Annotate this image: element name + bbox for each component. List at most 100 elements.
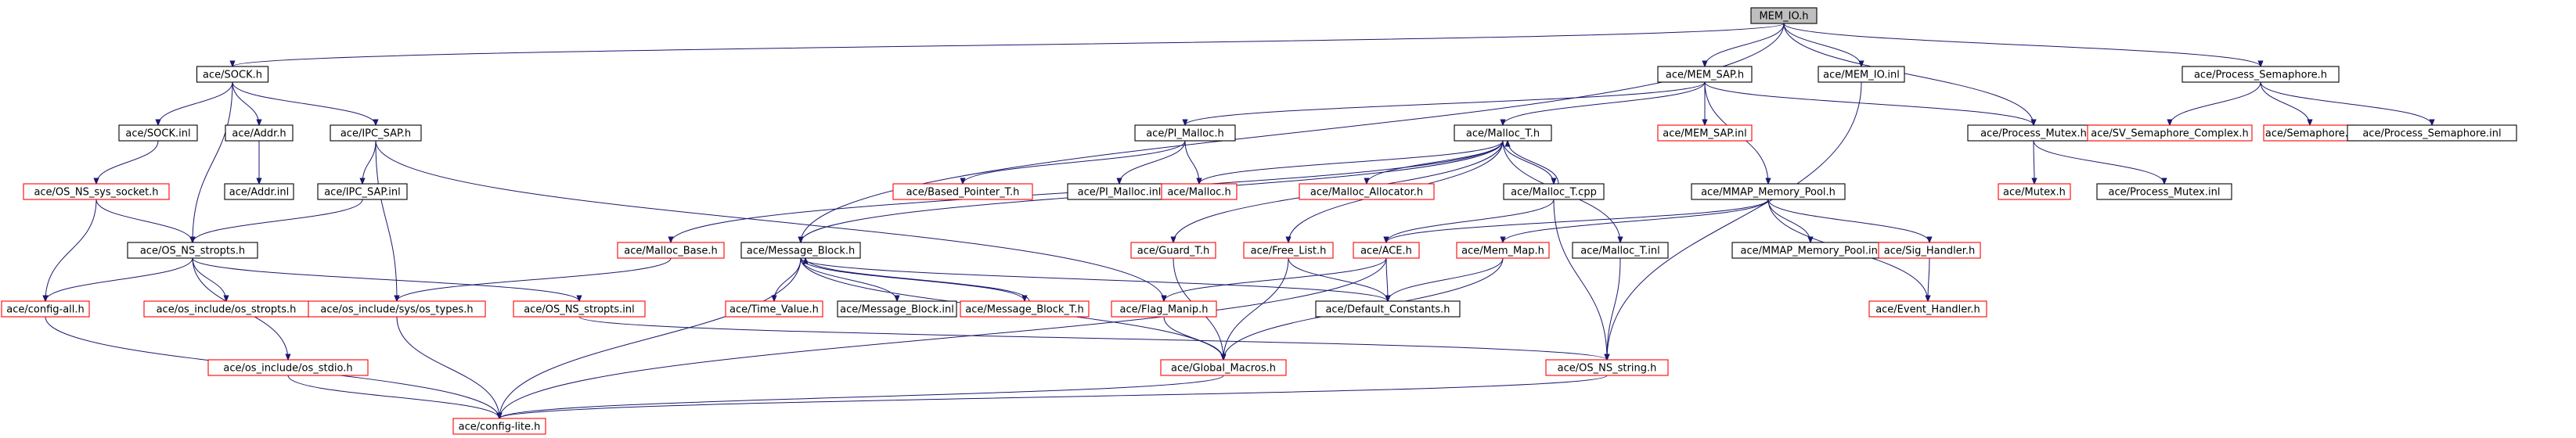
node-box[interactable] <box>224 183 294 200</box>
node-malloc-t-h[interactable]: ace/Malloc_T.h <box>1454 124 1552 142</box>
node-flag-manip-h[interactable]: ace/Flag_Manip.h <box>1111 300 1217 318</box>
node-box[interactable] <box>1353 242 1420 259</box>
node-box[interactable] <box>1134 124 1236 142</box>
node-box[interactable] <box>1243 242 1334 259</box>
node-free-list-h[interactable]: ace/Free_List.h <box>1243 242 1334 259</box>
node-label: ace/IPC_SAP.inl <box>324 187 401 199</box>
node-mmap-memory-pool-inl[interactable]: ace/MMAP_Memory_Pool.inl <box>1731 242 1890 259</box>
node-box[interactable] <box>2347 124 2517 142</box>
node-malloc-base-h[interactable]: ace/Malloc_Base.h <box>617 242 725 259</box>
node-os-include-os-stdio-h[interactable]: ace/os_include/os_stdio.h <box>207 359 369 376</box>
node-config-lite-h[interactable]: ace/config-lite.h <box>452 418 546 435</box>
node-sig-handler-h[interactable]: ace/Sig_Handler.h <box>1878 242 1981 259</box>
node-ipc-sap-h[interactable]: ace/IPC_SAP.h <box>330 124 422 142</box>
node-addr-h[interactable]: ace/Addr.h <box>225 124 294 142</box>
node-box[interactable] <box>23 183 170 200</box>
node-os-ns-sys-socket-h[interactable]: ace/OS_NS_sys_socket.h <box>23 183 170 200</box>
node-box[interactable] <box>1818 66 1905 83</box>
node-box[interactable] <box>1657 124 1753 142</box>
node-box[interactable] <box>452 418 546 435</box>
node-malloc-allocator-h[interactable]: ace/Malloc_Allocator.h <box>1299 183 1435 200</box>
node-process-mutex-h[interactable]: ace/Process_Mutex.h <box>1967 124 2100 142</box>
node-box[interactable] <box>1545 359 1669 376</box>
node-malloc-h[interactable]: ace/Malloc.h <box>1161 183 1238 200</box>
node-box[interactable] <box>1161 183 1238 200</box>
node-box[interactable] <box>1657 66 1753 83</box>
node-semaphore-h[interactable]: ace/Semaphore.h <box>2263 124 2357 142</box>
node-event-handler-h[interactable]: ace/Event_Handler.h <box>1868 300 1987 318</box>
node-box[interactable] <box>1160 359 1287 376</box>
node-addr-inl[interactable]: ace/Addr.inl <box>224 183 294 200</box>
node-box[interactable] <box>960 300 1090 318</box>
node-box[interactable] <box>1111 300 1217 318</box>
node-ace-h[interactable]: ace/ACE.h <box>1353 242 1420 259</box>
node-mem-map-h[interactable]: ace/Mem_Map.h <box>1456 242 1550 259</box>
node-box[interactable] <box>892 183 1033 200</box>
node-mem-io-h[interactable]: MEM_IO.h <box>1750 7 1818 24</box>
node-pi-malloc-inl[interactable]: ace/PI_Malloc.inl <box>1067 183 1172 200</box>
node-mem-io-inl[interactable]: ace/MEM_IO.inl <box>1818 66 1905 83</box>
node-based-pointer-t-h[interactable]: ace/Based_Pointer_T.h <box>892 183 1033 200</box>
edge-free_list_h-to-default_constants_h <box>1288 257 1388 301</box>
node-box[interactable] <box>1878 242 1981 259</box>
node-message-block-t-h[interactable]: ace/Message_Block_T.h <box>960 300 1090 318</box>
node-sv-sem-complex-h[interactable]: ace/SV_Semaphore_Complex.h <box>2087 124 2253 142</box>
node-os-ns-stropts-h[interactable]: ace/OS_NS_stropts.h <box>127 242 258 259</box>
node-box[interactable] <box>207 359 369 376</box>
node-box[interactable] <box>118 124 198 142</box>
node-box[interactable] <box>1 300 90 318</box>
node-label: ace/OS_NS_stropts.h <box>140 246 245 257</box>
node-box[interactable] <box>1456 242 1550 259</box>
node-sock-h[interactable]: ace/SOCK.h <box>196 66 269 83</box>
node-box[interactable] <box>2181 66 2340 83</box>
node-box[interactable] <box>1130 242 1216 259</box>
node-malloc-t-inl[interactable]: ace/Malloc_T.inl <box>1572 242 1669 259</box>
node-ipc-sap-inl[interactable]: ace/IPC_SAP.inl <box>317 183 408 200</box>
node-message-block-h[interactable]: ace/Message_Block.h <box>740 242 861 259</box>
node-box[interactable] <box>330 124 422 142</box>
node-global-macros-h[interactable]: ace/Global_Macros.h <box>1160 359 1287 376</box>
node-box[interactable] <box>617 242 725 259</box>
node-box[interactable] <box>1503 183 1605 200</box>
node-os-ns-stropts-inl[interactable]: ace/OS_NS_stropts.inl <box>513 300 646 318</box>
node-box[interactable] <box>127 242 258 259</box>
node-box[interactable] <box>1691 183 1846 200</box>
node-box[interactable] <box>225 124 294 142</box>
node-box[interactable] <box>1868 300 1987 318</box>
node-box[interactable] <box>1315 300 1461 318</box>
node-box[interactable] <box>317 183 408 200</box>
node-box[interactable] <box>740 242 861 259</box>
node-default-constants-h[interactable]: ace/Default_Constants.h <box>1315 300 1461 318</box>
node-box[interactable] <box>196 66 269 83</box>
node-box[interactable] <box>1454 124 1552 142</box>
node-box[interactable] <box>513 300 646 318</box>
node-config-all-h[interactable]: ace/config-all.h <box>1 300 90 318</box>
node-box[interactable] <box>1750 7 1818 24</box>
node-guard-t-h[interactable]: ace/Guard_T.h <box>1130 242 1216 259</box>
node-process-sem-h[interactable]: ace/Process_Semaphore.h <box>2181 66 2340 83</box>
node-sock-inl[interactable]: ace/SOCK.inl <box>118 124 198 142</box>
node-box[interactable] <box>1299 183 1435 200</box>
edge-mmap_memory_pool_h-to-ace_h <box>1386 199 1769 242</box>
node-box[interactable] <box>308 300 486 318</box>
node-mmap-memory-pool-h[interactable]: ace/MMAP_Memory_Pool.h <box>1691 183 1846 200</box>
node-box[interactable] <box>837 300 957 318</box>
node-label: ace/PI_Malloc.inl <box>1078 187 1162 199</box>
node-mutex-h[interactable]: ace/Mutex.h <box>1998 183 2071 200</box>
node-process-mutex-inl[interactable]: ace/Process_Mutex.inl <box>2096 183 2232 200</box>
node-box[interactable] <box>2096 183 2232 200</box>
node-mem-sap-inl[interactable]: ace/MEM_SAP.inl <box>1657 124 1753 142</box>
node-box[interactable] <box>1998 183 2071 200</box>
node-os-include-sys-os-types-h[interactable]: ace/os_include/sys/os_types.h <box>308 300 486 318</box>
node-mem-sap-h[interactable]: ace/MEM_SAP.h <box>1657 66 1753 83</box>
node-os-include-os-stropts-h[interactable]: ace/os_include/os_stropts.h <box>143 300 309 318</box>
node-box[interactable] <box>725 300 823 318</box>
node-os-ns-string-h[interactable]: ace/OS_NS_string.h <box>1545 359 1669 376</box>
node-process-sem-inl[interactable]: ace/Process_Semaphore.inl <box>2347 124 2517 142</box>
node-time-value-h[interactable]: ace/Time_Value.h <box>725 300 823 318</box>
node-pi-malloc-h[interactable]: ace/PI_Malloc.h <box>1134 124 1236 142</box>
node-box[interactable] <box>2087 124 2253 142</box>
node-malloc-t-cpp[interactable]: ace/Malloc_T.cpp <box>1503 183 1605 200</box>
node-box[interactable] <box>1572 242 1669 259</box>
node-message-block-inl[interactable]: ace/Message_Block.inl <box>837 300 957 318</box>
